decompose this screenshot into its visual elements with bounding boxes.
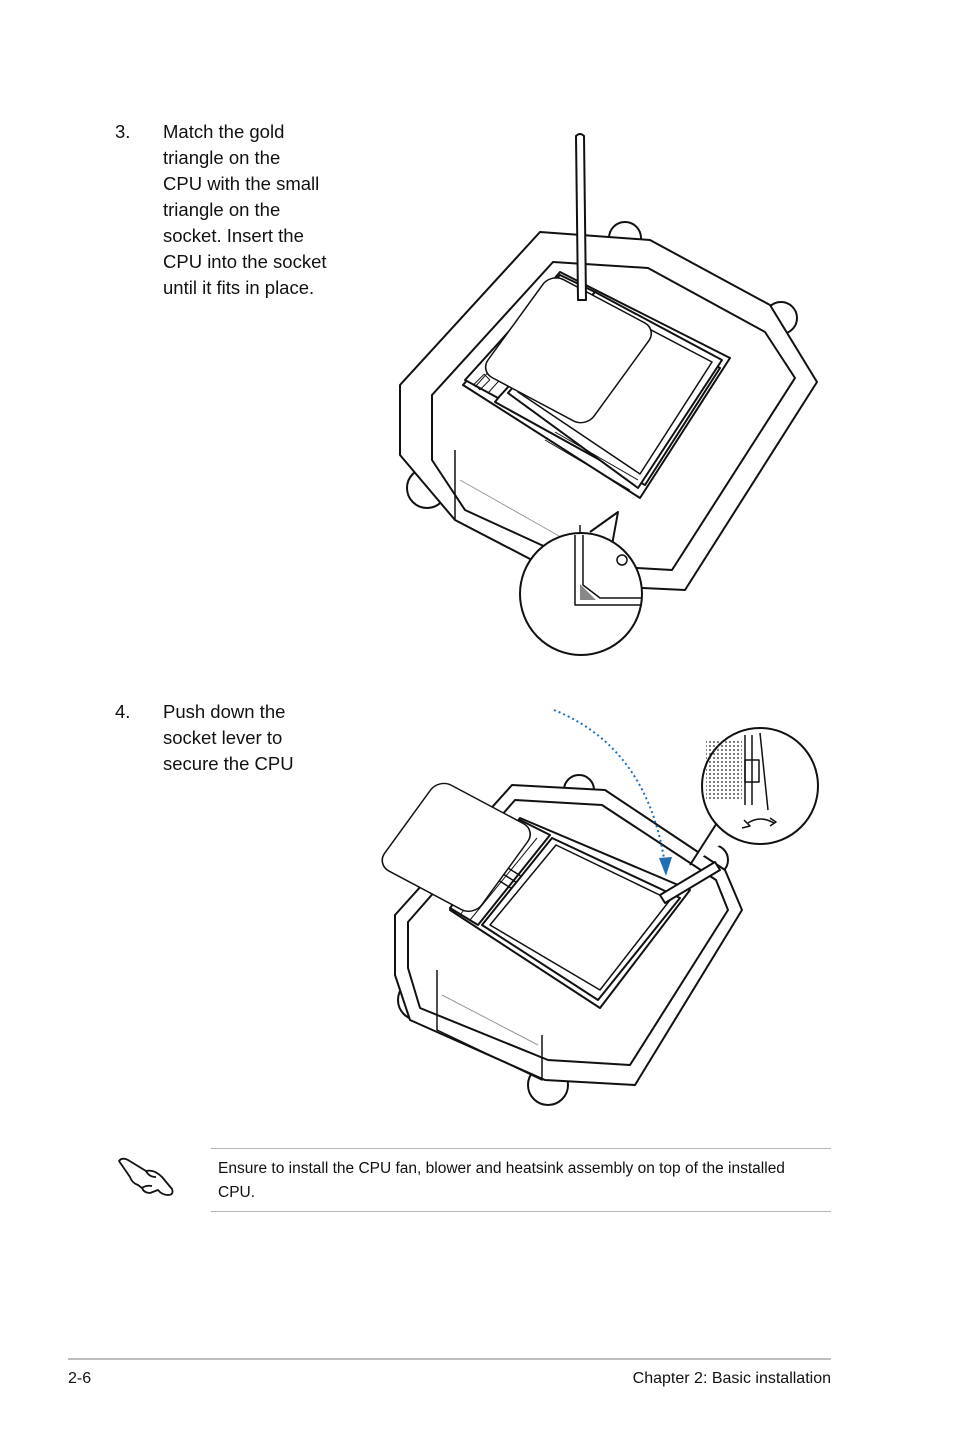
page-number: 2-6	[68, 1370, 92, 1387]
cpu-insertion-illustration	[399, 133, 818, 656]
note-top-rule	[211, 1148, 831, 1149]
note-text: Ensure to install the CPU fan, blower an…	[218, 1160, 785, 1201]
step-3-text: Match the gold triangle on the CPU with …	[163, 121, 327, 298]
chapter-title: Chapter 2: Basic installation	[632, 1370, 831, 1387]
footer-rule	[68, 1358, 831, 1360]
motion-arrow	[553, 709, 666, 866]
step-4-text: Push down the socket lever to secure the…	[163, 701, 294, 774]
lever-push-illustration	[381, 709, 819, 1106]
pointing-hand-icon	[118, 1157, 174, 1196]
note-bottom-rule	[211, 1211, 831, 1212]
step-3-number: 3.	[115, 121, 131, 142]
step-4-number: 4.	[115, 701, 131, 722]
